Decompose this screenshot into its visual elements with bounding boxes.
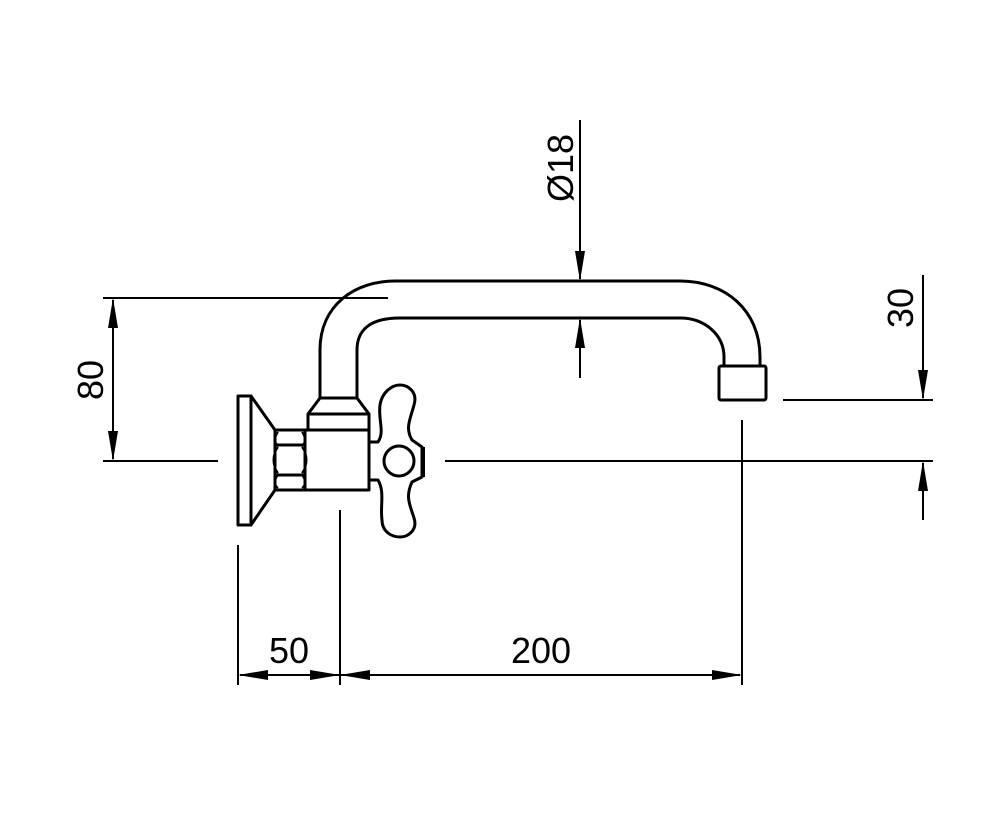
dimension-label-200: 200 [511, 630, 571, 671]
handle-hub [382, 444, 416, 478]
cross-handle [369, 383, 425, 539]
dimension-label-30: 30 [880, 288, 921, 328]
hex-nut [272, 428, 308, 492]
wall-flange [236, 394, 277, 527]
dimension-label-50: 50 [269, 630, 309, 671]
collar-ring [306, 412, 371, 432]
spout-collar [306, 396, 371, 416]
spout-outer-contour [318, 279, 762, 398]
dimension-80: 80 [70, 298, 118, 461]
dimension-label-diameter: Ø18 [540, 134, 581, 202]
faucet [236, 279, 768, 539]
extension-lines [103, 297, 933, 685]
dimension-30: 30 [880, 275, 928, 520]
spout-inner-contour [355, 316, 726, 398]
dimension-label-80: 80 [70, 360, 111, 400]
spout-nozzle [717, 364, 768, 402]
dimension-horizontal: 50 200 [238, 630, 742, 680]
valve-body [303, 428, 371, 492]
dimension-diameter: Ø18 [540, 120, 585, 378]
